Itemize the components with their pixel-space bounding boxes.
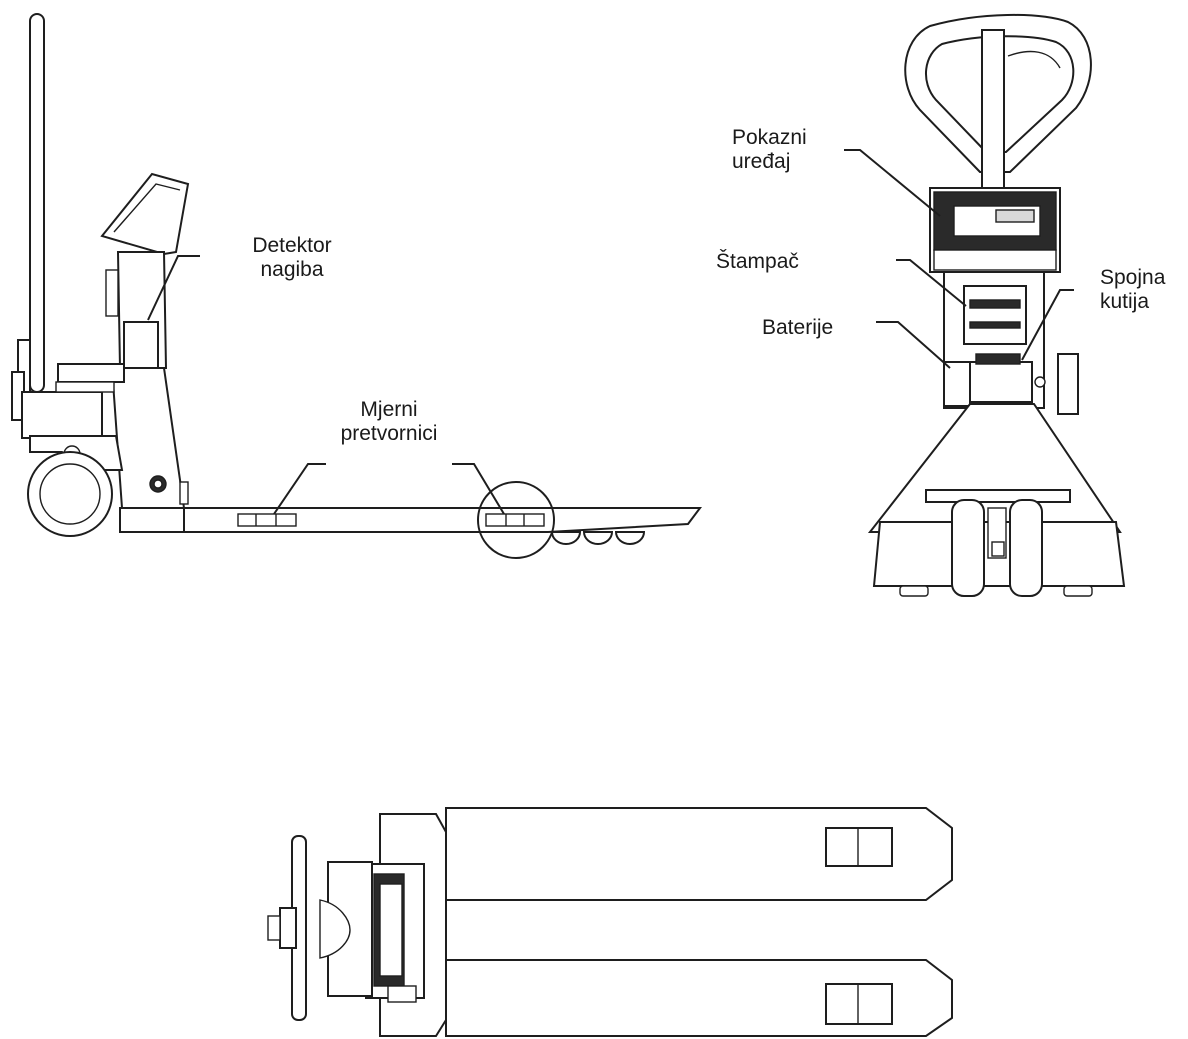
label-junction-box-line1: Spojna <box>1100 266 1166 289</box>
leader-load-cell-front <box>273 463 326 515</box>
side-view <box>11 13 702 559</box>
leader-printer <box>896 259 967 307</box>
front-view <box>844 13 1126 597</box>
detail-circle <box>477 481 555 559</box>
front-junction-box <box>969 361 1033 403</box>
label-junction-box: Spojna kutija <box>1100 266 1186 314</box>
tilt-detector-box <box>123 321 159 369</box>
leader-display <box>844 149 941 217</box>
label-load-cells-line2: pretvornici <box>340 422 438 445</box>
label-display: Pokazni uređaj <box>732 126 822 174</box>
label-tilt-detector-line2: nagiba <box>260 258 324 281</box>
label-junction-box-line2: kutija <box>1100 290 1150 313</box>
label-batteries: Baterije <box>762 316 834 339</box>
label-tilt-detector-line1: Detektor <box>252 234 332 257</box>
handle-bar <box>29 13 45 393</box>
label-tilt-detector: Detektor nagiba <box>242 234 342 282</box>
leader-junction-box <box>1021 289 1074 361</box>
front-batteries <box>943 361 971 407</box>
label-display-line2: uređaj <box>732 150 791 173</box>
front-printer <box>963 285 1027 345</box>
side-battery-box <box>21 391 103 439</box>
top-view <box>267 807 953 1037</box>
side-fork <box>183 507 702 533</box>
leader-load-cell-rear <box>452 463 505 515</box>
label-load-cells: Mjerni pretvornici <box>326 398 452 446</box>
label-printer: Štampač <box>716 250 799 273</box>
leader-tilt-detector <box>147 255 200 321</box>
load-cell-rear <box>485 513 545 527</box>
label-load-cells-line1: Mjerni <box>360 398 418 421</box>
load-cell-front <box>237 513 297 527</box>
label-display-line1: Pokazni <box>732 126 807 149</box>
leader-batteries <box>876 321 951 369</box>
side-display-head <box>100 172 190 256</box>
